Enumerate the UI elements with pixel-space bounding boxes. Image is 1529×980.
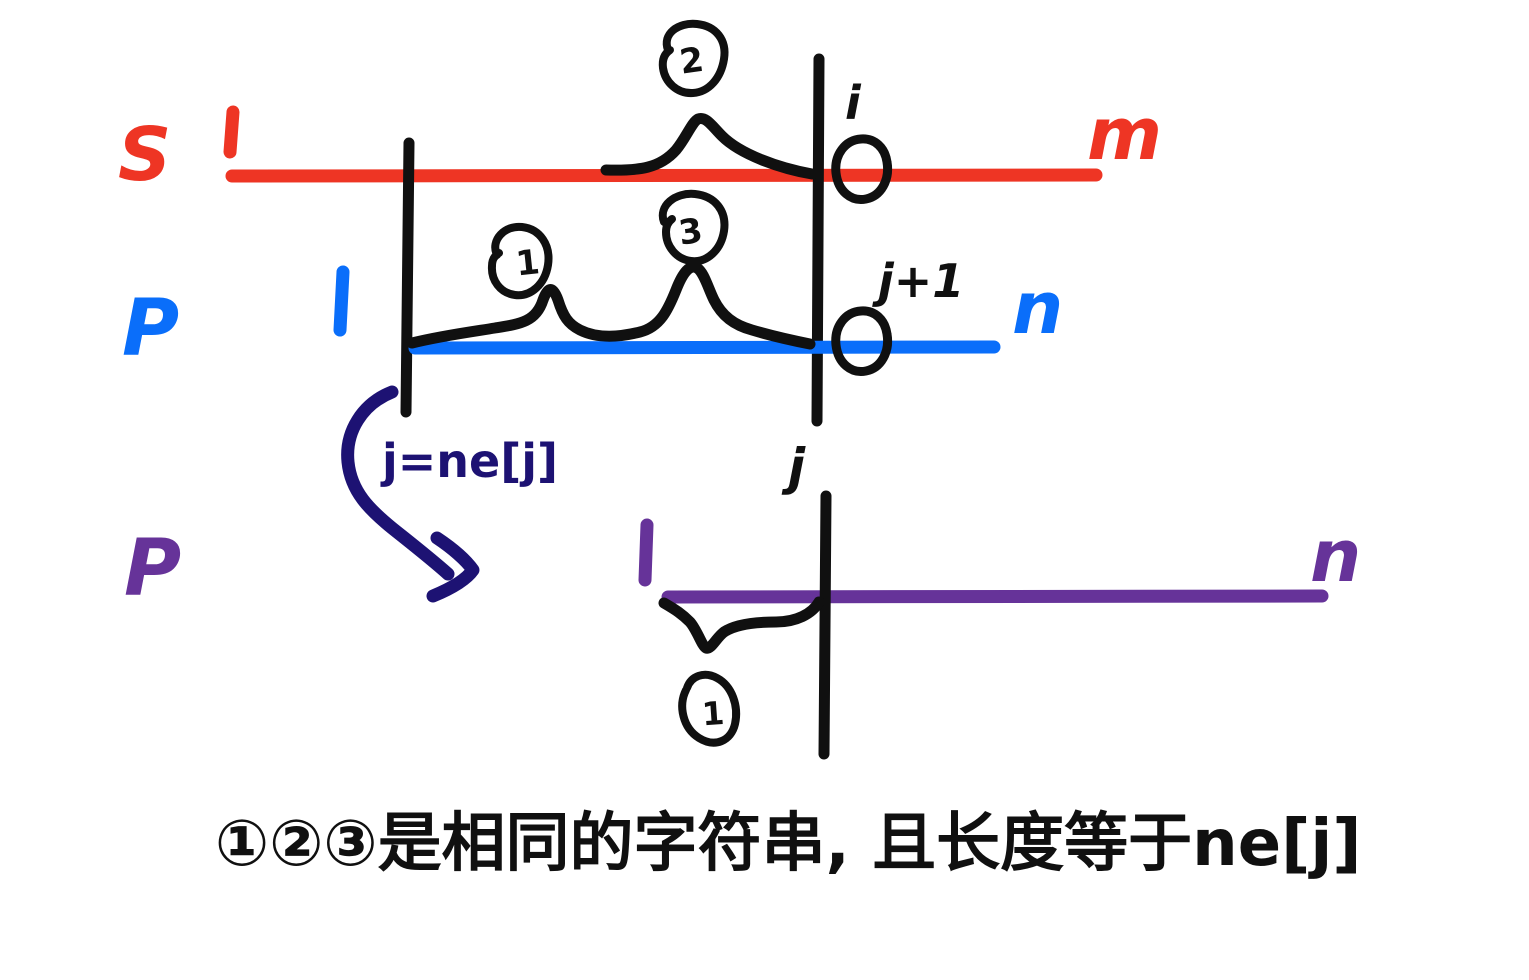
- divider-j-vertical: [818, 490, 832, 760]
- string-p-backtrack-name-label: P: [124, 524, 182, 614]
- marker-2-label: 2: [677, 40, 706, 83]
- pointer-i-group: [831, 134, 893, 204]
- pointer-j1-group: [831, 306, 893, 376]
- segment-brace-2: [600, 113, 818, 180]
- pointer-i-circle: [831, 134, 893, 204]
- string-p-backtrack-end-label: n: [1310, 514, 1362, 598]
- string-p-backtrack-line: [661, 589, 1329, 604]
- marker-1-bottom-label: 1: [701, 694, 726, 733]
- string-p-line: [408, 340, 1001, 355]
- marker-2-circle: [658, 19, 729, 98]
- string-s-start-tick: [223, 105, 240, 159]
- string-s-line: [225, 168, 1103, 183]
- string-s-end-label: m: [1087, 92, 1163, 176]
- divider-mismatch-vertical: [811, 53, 825, 427]
- string-p-backtrack-start-tick: [638, 518, 654, 587]
- marker-3-label: 3: [676, 211, 705, 254]
- marker-1-bottom-group: 1: [678, 670, 740, 747]
- pointer-j-plus-1-label: j+1: [878, 254, 965, 308]
- pointer-j1-circle: [831, 306, 893, 376]
- marker-1-group: 1: [487, 222, 553, 300]
- pointer-j-bottom-label: j: [788, 438, 806, 496]
- backtrack-arrow-head: [426, 531, 480, 603]
- marker-3-circle: [658, 189, 729, 266]
- bottom-caption-text: ①②③是相同的字符串, 且长度等于ne[j]: [215, 807, 1362, 881]
- marker-1-label: 1: [514, 242, 542, 284]
- row-p-group: [333, 265, 1001, 355]
- string-s-name-label: S: [118, 112, 172, 198]
- divider-left-vertical: [400, 137, 415, 418]
- string-p-name-label: P: [122, 284, 180, 374]
- marker-2-group: 2: [658, 19, 729, 98]
- row-s-group: [223, 105, 1103, 183]
- segment-brace-bottom-1: [658, 596, 825, 654]
- marker-1-bottom-circle: [678, 670, 740, 747]
- backtrack-arrow-curve: [341, 385, 455, 581]
- marker-1-circle: [487, 222, 553, 300]
- pointer-i-label: i: [845, 76, 861, 130]
- string-p-end-label: n: [1012, 266, 1064, 350]
- string-p-start-tick: [333, 265, 350, 337]
- backtrack-annotation-text: j=ne[j]: [382, 434, 559, 488]
- row-p-backtrack-group: [638, 518, 1329, 604]
- segment-brace-1-3: [406, 261, 816, 350]
- marker-3-group: 3: [658, 189, 729, 266]
